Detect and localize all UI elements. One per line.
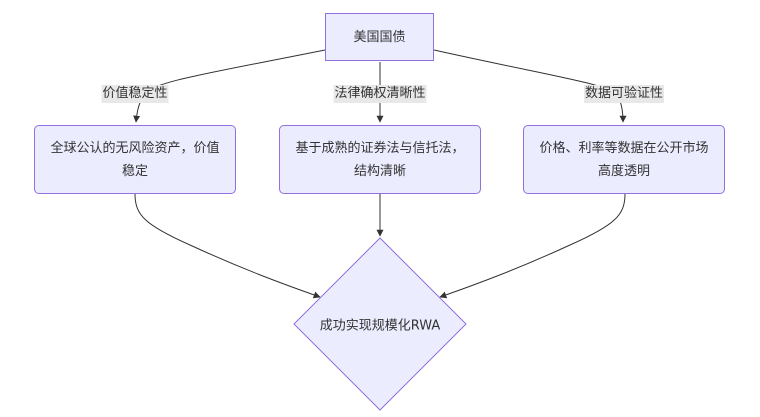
goal-node-shape[interactable] (293, 237, 467, 411)
goal-node-label: 成功实现规模化RWA (319, 318, 441, 334)
value-node[interactable]: 全球公认的无风险资产，价值稳定 (34, 125, 236, 194)
data-node[interactable]: 价格、利率等数据在公开市场高度透明 (523, 125, 725, 194)
legal-node-label: 基于成熟的证券法与信托法，结构清晰 (295, 140, 465, 179)
data-node-label: 价格、利率等数据在公开市场高度透明 (539, 140, 709, 179)
root-node[interactable]: 美国国债 (325, 13, 434, 61)
edge-label-value-stability: 价值稳定性 (101, 85, 169, 103)
edge-label-legal-clarity: 法律确权清晰性 (333, 85, 427, 103)
edge-data-to-goal (439, 193, 626, 299)
edge-label-data-verifiability: 数据可验证性 (583, 85, 665, 103)
root-node-label: 美国国债 (353, 29, 406, 45)
value-node-label: 全球公认的无风险资产，价值稳定 (50, 140, 220, 179)
legal-node[interactable]: 基于成熟的证券法与信托法，结构清晰 (279, 125, 481, 194)
edge-value-to-goal (134, 193, 321, 299)
